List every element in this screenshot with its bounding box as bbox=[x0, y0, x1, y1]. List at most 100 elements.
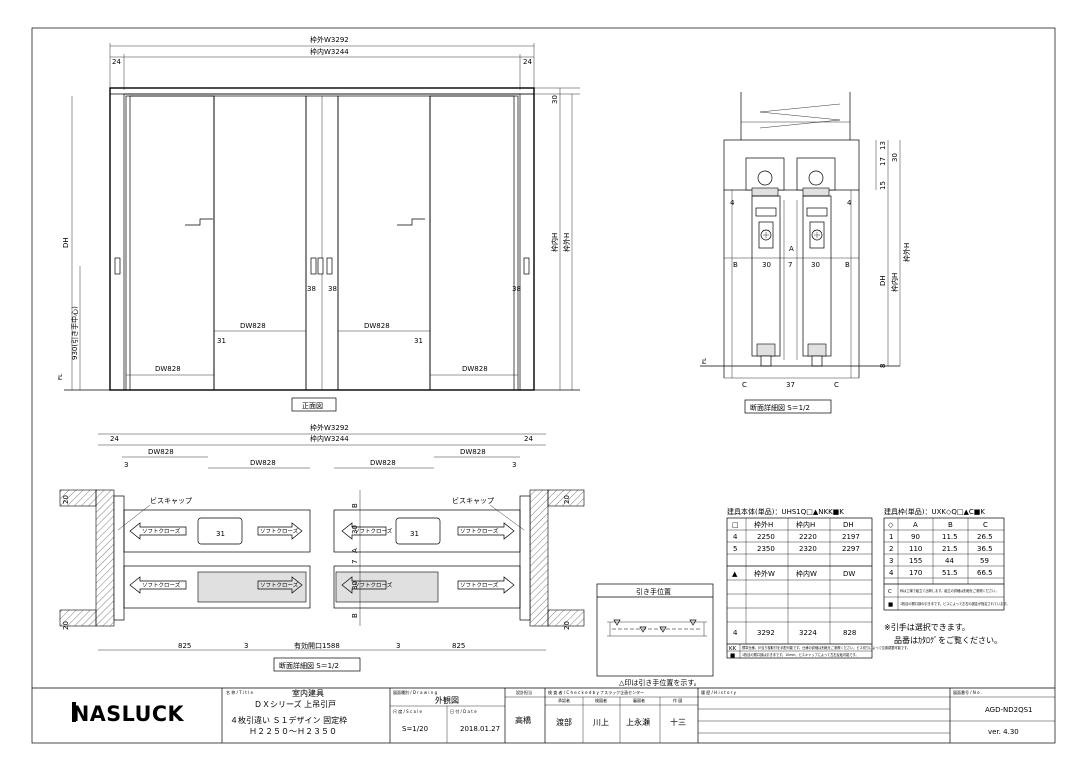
tb-version: ver. 4.30 bbox=[988, 728, 1019, 736]
tb-name-line2: ＤＸシリーズ 上吊引戸 bbox=[254, 699, 336, 709]
plan-dim-a: A bbox=[351, 548, 359, 553]
front-dim-inner-width: 枠内W3244 bbox=[310, 47, 349, 56]
plan-soft-close-3: ソフトクローズ bbox=[260, 527, 299, 535]
tb-check-sub-2: 審図者 bbox=[633, 697, 645, 703]
tb-r0-0: 4 bbox=[733, 533, 738, 541]
tf-h-0: ◇ bbox=[888, 521, 894, 529]
table-body: 建具本体(単品)：UHS1Q□▲NKK■K □ 枠外H 枠内H DH 4 225… bbox=[726, 507, 910, 659]
handle-position-note: △印は引き手位置を示す。 bbox=[619, 678, 701, 687]
tf-r3-1: 170 bbox=[909, 569, 922, 577]
plan-dim-20-tr: 20 bbox=[563, 495, 571, 504]
plan-dim-825-left: 825 bbox=[178, 642, 191, 650]
tb-number-label: 図面番号 / N o . bbox=[953, 689, 982, 695]
plan-dim-24-right: 24 bbox=[524, 435, 533, 443]
section-dim-30-b: 30 bbox=[811, 261, 820, 269]
tb-note1-text: 1枚目の開口部は引き手です。10mm、ビスキャップによって左右反転可能です。 bbox=[742, 652, 859, 657]
tb-note1-key: ■ bbox=[730, 653, 735, 659]
table-body-title: 建具本体(単品)：UHS1Q□▲NKK■K bbox=[727, 507, 844, 516]
tb-note0-text: 標準仕様。戸当り錠取付を手配可能です。仕様の詳細は別紙をご参照ください。ビス切り… bbox=[742, 645, 910, 650]
section-b-right: B bbox=[845, 261, 850, 269]
section-dim-17: 17 bbox=[879, 157, 887, 166]
tb-date-label: 日 付 / D a t e bbox=[450, 708, 477, 714]
front-dim-38-c: 38 bbox=[512, 285, 521, 293]
table-frame: 建具枠(単品)：UXK◇Q□▲C■K ◇ A B C 1 90 11.5 26.… bbox=[883, 507, 1009, 645]
plan-soft-close-2: ソフトクローズ bbox=[142, 581, 181, 589]
tf-r2-2: 44 bbox=[945, 557, 954, 565]
front-dim-frame-inner-h: 枠内H bbox=[550, 233, 559, 252]
tb-r1-3: 2297 bbox=[842, 545, 860, 553]
tb-check-name-3: 十三 bbox=[670, 717, 686, 727]
tb-r0-3: 2197 bbox=[842, 533, 860, 541]
section-dim-4-left: 4 bbox=[730, 199, 735, 207]
tb-number-value: AGD-ND2QS1 bbox=[985, 706, 1033, 714]
tf-note0-key: C bbox=[888, 589, 892, 595]
tb-r2-0: 4 bbox=[733, 629, 738, 637]
section-dim-15: 15 bbox=[879, 181, 887, 190]
plan-dw-2: DW828 bbox=[250, 459, 276, 467]
plan-dim-30-top: 30 bbox=[351, 525, 359, 534]
plan-dim-825-right: 825 bbox=[452, 642, 465, 650]
section-dim-30: 30 bbox=[891, 153, 899, 162]
plan-dim-20-bl: 20 bbox=[62, 621, 70, 630]
plan-screw-cap-left: ビスキャップ bbox=[150, 496, 192, 505]
section-label-a: A bbox=[789, 245, 794, 253]
tb-h1-0: □ bbox=[732, 521, 739, 529]
plan-dim-20-tl: 20 bbox=[62, 495, 70, 504]
tf-r2-1: 155 bbox=[909, 557, 922, 565]
plan-caption: 断面詳細図 S＝1/2 bbox=[279, 661, 339, 670]
front-view-caption: 正面図 bbox=[302, 402, 323, 410]
plan-dim-3-a: 3 bbox=[124, 461, 128, 469]
section-dim-4-right: 4 bbox=[847, 199, 852, 207]
handle-position-box: 引き手位置 △印は引き手位置を示す。 bbox=[596, 583, 714, 687]
handle-position-title: 引き手位置 bbox=[636, 587, 671, 596]
section-dim-inner-h: 枠内H bbox=[890, 273, 899, 292]
plan-dim-20-br: 20 bbox=[563, 621, 571, 630]
company-logo: NASLUCK bbox=[72, 702, 184, 726]
plan-screw-cap-right: ビスキャップ bbox=[452, 496, 494, 505]
tf-note1-text: 1枚目の開口部の引き手です。ビスによって左右の固定が指定されています。 bbox=[900, 601, 1009, 606]
tf-h-3: C bbox=[983, 521, 988, 529]
tb-h2-2: 枠内W bbox=[796, 569, 817, 578]
tb-h1-3: DH bbox=[843, 521, 854, 529]
section-dim-dh: DH bbox=[879, 275, 887, 286]
tb-r1-1: 2350 bbox=[757, 545, 775, 553]
tb-scale-value: S=1/20 bbox=[402, 725, 428, 733]
plan-effective-opening: 有効開口1588 bbox=[294, 641, 340, 650]
section-dim-8: 8 bbox=[879, 364, 887, 368]
tb-r1-0: 5 bbox=[733, 545, 737, 553]
front-view: 枠外W3292 枠内W3244 24 24 38 38 38 bbox=[58, 35, 580, 412]
tb-scale-label: 尺 度 / S c a l e bbox=[393, 708, 423, 714]
tb-check-name-2: 上永瀬 bbox=[626, 717, 650, 727]
front-dim-38-b: 38 bbox=[328, 285, 337, 293]
section-caption: 断面詳細図 S＝1/2 bbox=[750, 403, 810, 412]
tf-r1-3: 36.5 bbox=[977, 545, 993, 553]
tb-h2-1: 枠外W bbox=[754, 569, 775, 578]
tb-r2-3: 828 bbox=[843, 629, 856, 637]
front-dim-31-a: 31 bbox=[217, 337, 226, 345]
plan-dw-1: DW828 bbox=[148, 448, 174, 456]
tb-r0-2: 2220 bbox=[799, 533, 817, 541]
section-dim-fl: FL bbox=[702, 357, 708, 364]
table-frame-title: 建具枠(単品)：UXK◇Q□▲C■K bbox=[884, 507, 985, 516]
plan-soft-close-6: ソフトクローズ bbox=[354, 581, 393, 589]
front-dim-38-a: 38 bbox=[307, 285, 316, 293]
section-dim-37: 37 bbox=[786, 381, 795, 389]
plan-dim-31-left: 31 bbox=[216, 530, 225, 538]
tb-h1-2: 枠内H bbox=[796, 520, 815, 529]
section-dim-30-a: 30 bbox=[762, 261, 771, 269]
tf-note1-key: ■ bbox=[888, 602, 893, 608]
tf-r2-3: 59 bbox=[980, 557, 989, 565]
tb-drawing-label: 図面種別 / D r a w i n g bbox=[393, 689, 438, 695]
tb-h2-3: DW bbox=[843, 570, 855, 578]
section-dim-7: 7 bbox=[788, 261, 792, 269]
tf-r0-1: 90 bbox=[911, 533, 920, 541]
plan-dw-3: DW828 bbox=[370, 459, 396, 467]
tb-name-line1: 室内建具 bbox=[292, 688, 324, 698]
section-detail-right: FL 13 17 30 15 DH 枠内H 枠外H 8 4 4 A B 30 7… bbox=[700, 92, 911, 414]
plan-soft-close-1: ソフトクローズ bbox=[142, 527, 181, 535]
tb-design-label: 設計担当 bbox=[516, 689, 532, 695]
front-dim-24-left: 24 bbox=[112, 58, 121, 66]
plan-dim-24-left: 24 bbox=[110, 435, 119, 443]
tb-check-sub-1: 検図者 bbox=[595, 697, 607, 703]
front-dw-right: DW828 bbox=[462, 365, 488, 373]
